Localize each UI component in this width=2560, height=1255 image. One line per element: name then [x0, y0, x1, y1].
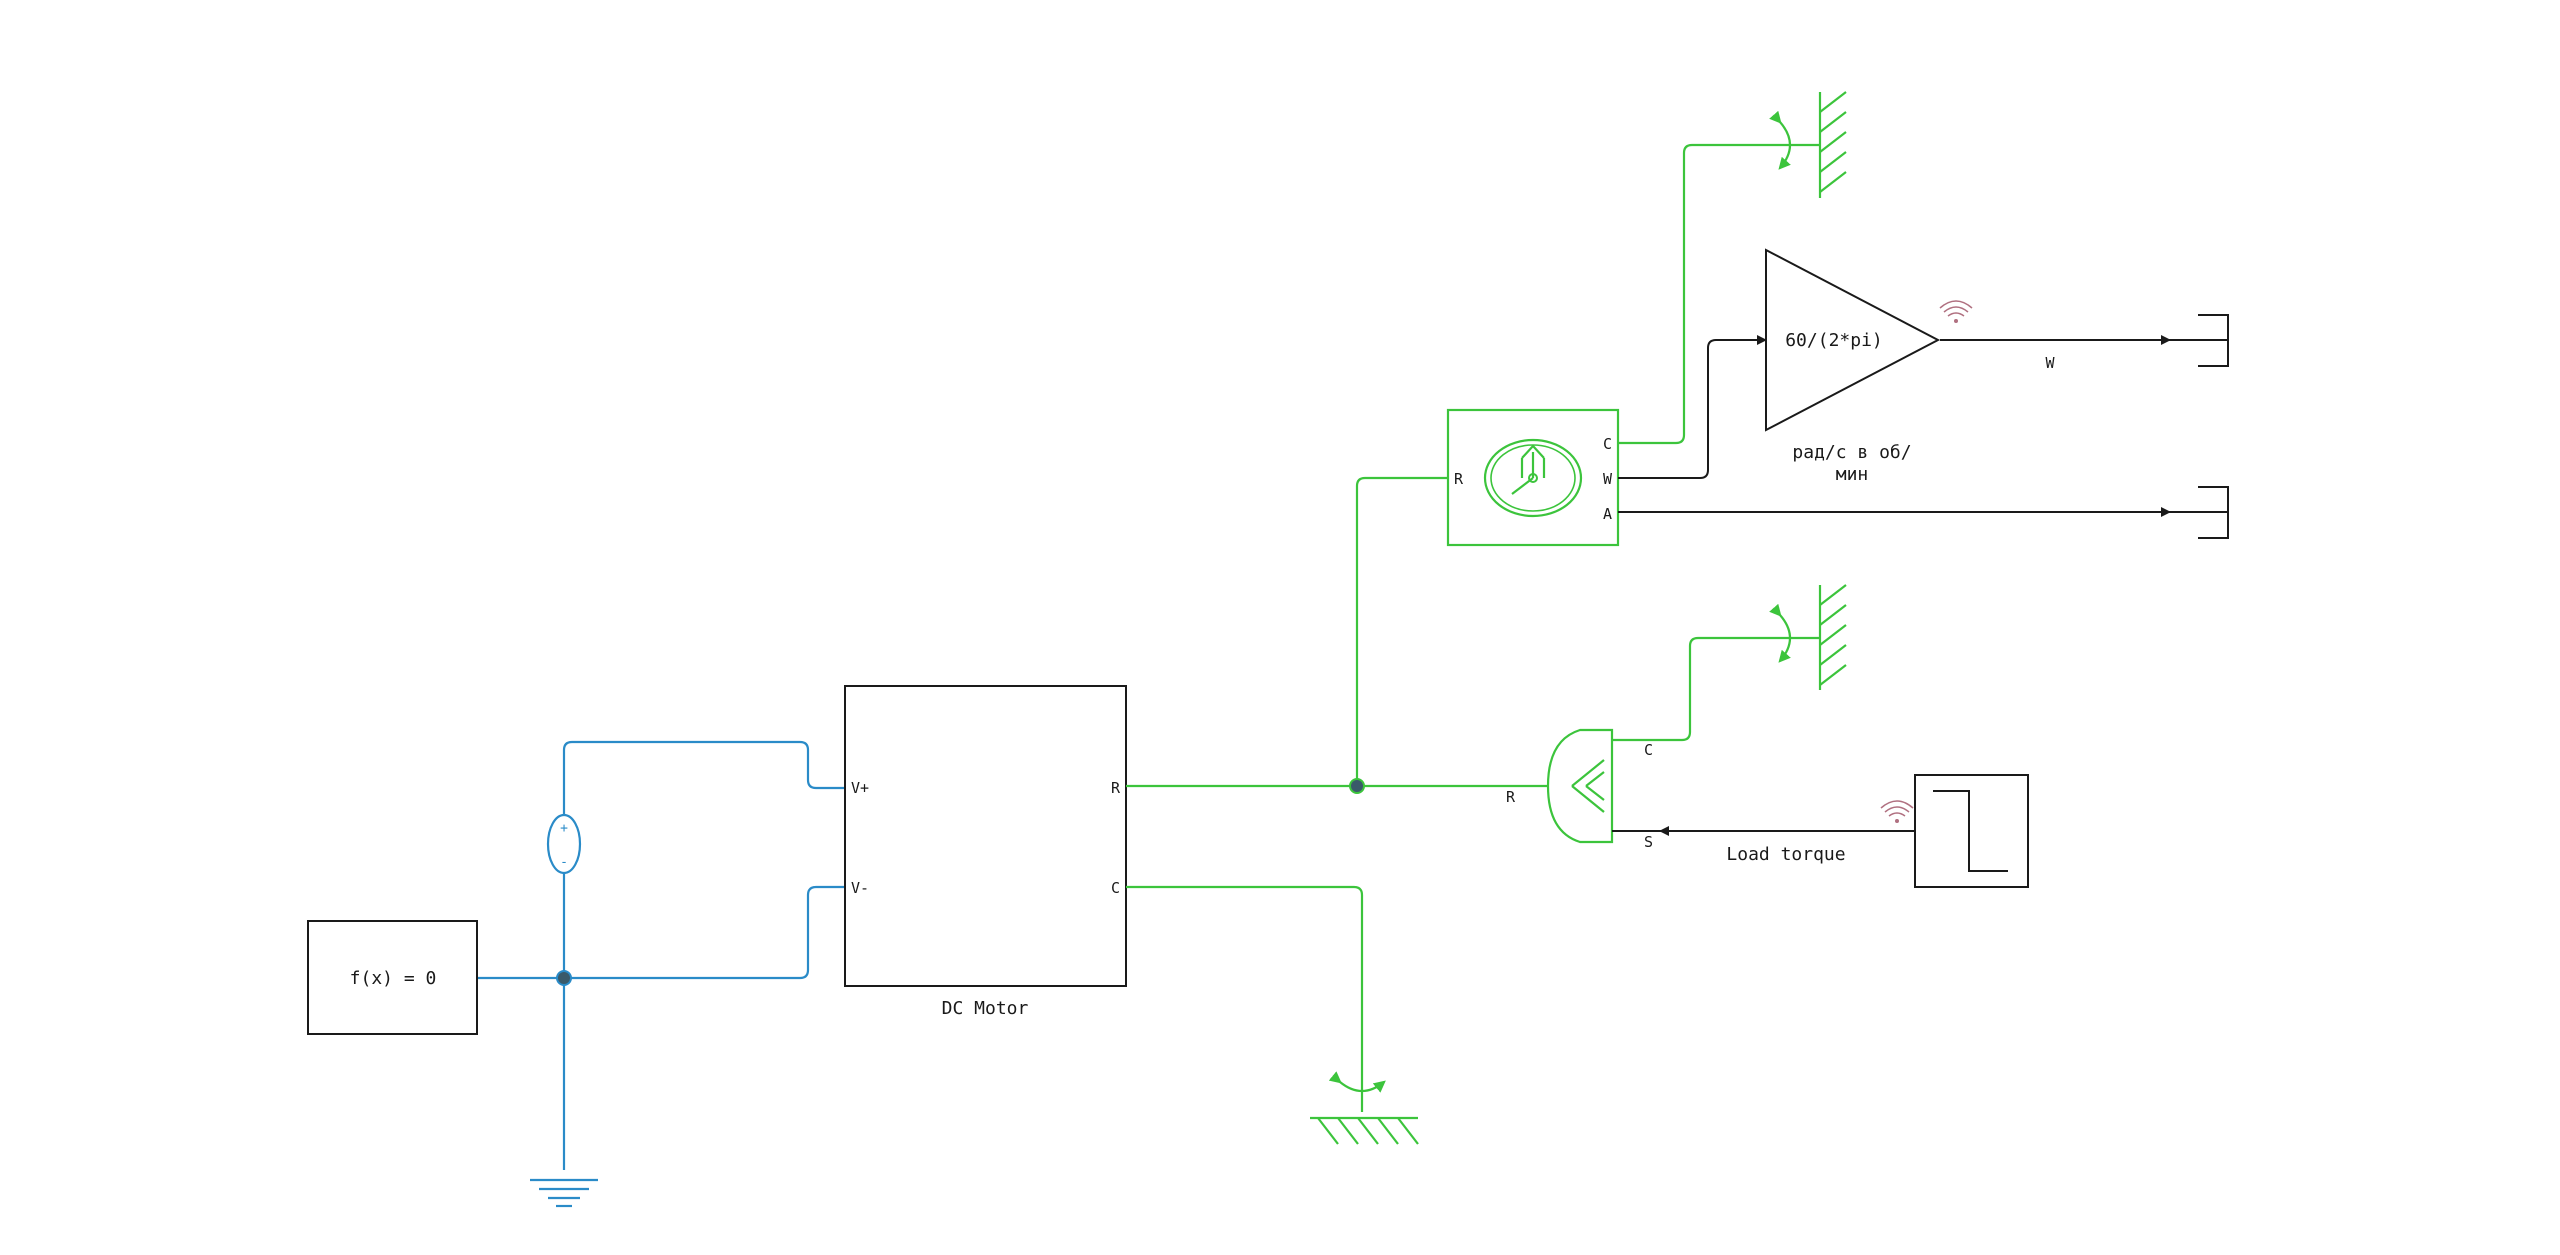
torque-source-block[interactable]: R C S	[1506, 728, 1653, 851]
rotational-reference-icon-middle[interactable]	[1769, 584, 1847, 690]
dc-motor-port-v-minus: V-	[851, 879, 869, 897]
terminator-icon-a[interactable]	[2198, 486, 2229, 539]
speedometer-icon	[1483, 438, 1583, 518]
gain-name-line2: мин	[1836, 464, 1869, 485]
signal-lines[interactable]	[1612, 335, 2228, 836]
solver-configuration-block[interactable]: f(x) = 0	[307, 920, 478, 1035]
rotational-reference-icon-top[interactable]	[1769, 91, 1847, 198]
dc-motor-port-r: R	[1111, 779, 1121, 797]
step-block[interactable]	[1914, 774, 2029, 888]
electrical-wires[interactable]	[476, 740, 845, 1170]
w-signal-label: W	[2045, 354, 2055, 372]
gain-block[interactable]: 60/(2*pi)	[1765, 248, 1941, 432]
torque-source-port-c: C	[1644, 741, 1653, 759]
motion-sensor-port-r: R	[1454, 470, 1464, 488]
torque-source-port-s: S	[1644, 833, 1653, 851]
dc-motor-port-c: C	[1111, 879, 1120, 897]
motion-sensor-port-w: W	[1603, 470, 1613, 488]
torque-source-port-r: R	[1506, 788, 1516, 806]
dc-motor-name: DC Motor	[942, 998, 1029, 1019]
voltage-source-plus: +	[560, 821, 568, 836]
voltage-source-minus: -	[560, 855, 568, 870]
solver-configuration-label: f(x) = 0	[350, 968, 437, 989]
rotational-reference-icon[interactable]	[1310, 1071, 1419, 1145]
gain-expression: 60/(2*pi)	[1785, 330, 1883, 351]
dc-motor-block[interactable]: V+ V- R C	[844, 685, 1127, 987]
gain-name-line1: рад/с в об/	[1792, 442, 1911, 463]
step-icon	[1933, 790, 2008, 872]
terminator-icon-w[interactable]	[2198, 314, 2229, 367]
motion-sensor-port-c: C	[1603, 435, 1612, 453]
electrical-junction	[556, 970, 572, 986]
motion-sensor-block[interactable]: R C W A	[1446, 408, 1620, 547]
mechanical-wires[interactable]	[1126, 143, 1820, 1112]
motion-sensor-port-a: A	[1603, 505, 1612, 523]
wireless-signal-icon	[1939, 300, 1973, 323]
dc-motor-port-v-plus: V+	[851, 779, 869, 797]
electrical-ground-icon[interactable]	[530, 1178, 598, 1208]
step-name: Load torque	[1726, 844, 1845, 865]
wireless-signal-icon-load	[1880, 800, 1914, 823]
voltage-source[interactable]: + -	[546, 813, 582, 875]
mechanical-junction	[1349, 778, 1365, 794]
